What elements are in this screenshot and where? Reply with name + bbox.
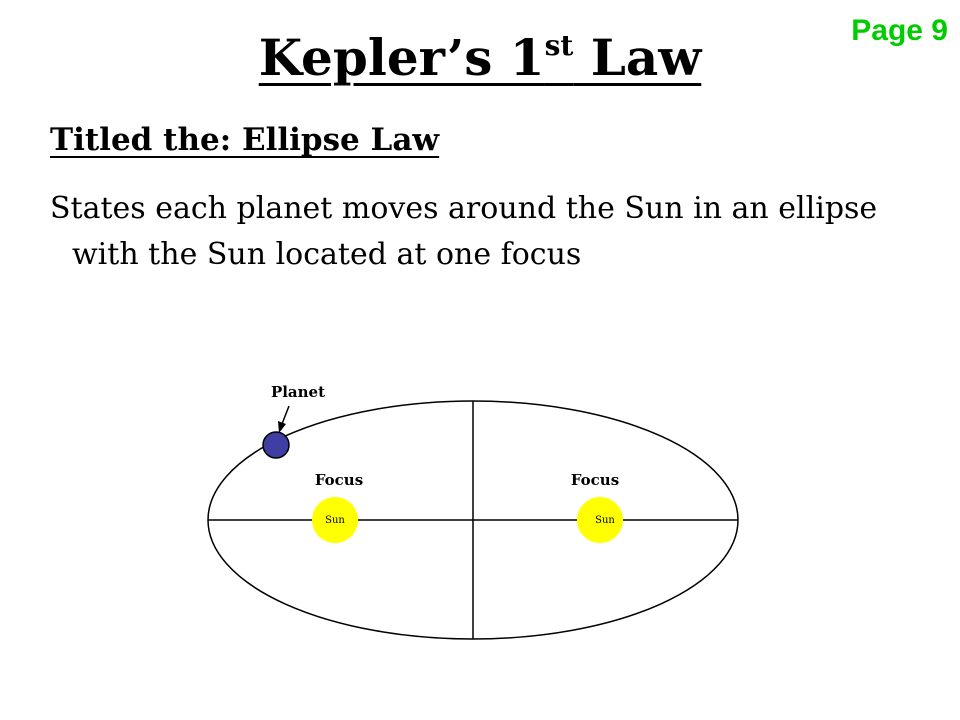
focus-right-label: Focus [571,471,619,489]
sun-right-label: Sun [595,515,615,526]
title-main: Kepler’s 1 [258,28,545,87]
planet-arrowhead [278,421,286,433]
slide-title: Kepler’s 1st Law [0,28,960,88]
slide-subtitle: Titled the: Ellipse Law [50,122,440,158]
focus-left-label: Focus [315,471,363,489]
title-tail: Law [573,28,702,87]
sun-left [312,497,358,543]
page-number: Page 9 [851,14,948,47]
sun-right [577,497,623,543]
planet [262,431,290,459]
law-statement: States each planet moves around the Sun … [50,191,878,272]
sun-left-label: Sun [325,515,345,526]
planet-arrow [281,405,290,425]
title-superscript: st [544,29,574,62]
planet-label: Planet [271,383,325,401]
